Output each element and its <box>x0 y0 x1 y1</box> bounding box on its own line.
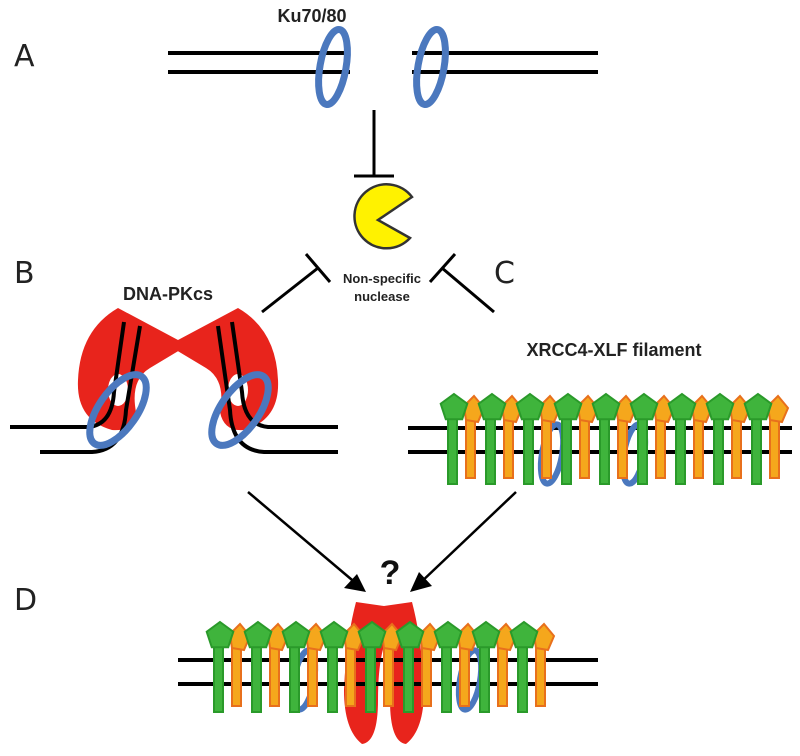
xlf-unit <box>418 622 442 707</box>
ku-ring-right <box>413 26 449 108</box>
xrcc4-unit <box>433 620 463 713</box>
xrcc4-unit <box>705 392 735 485</box>
inhibit-arrow-b <box>261 253 332 314</box>
panel-c-filament <box>408 392 792 487</box>
xrcc4-unit <box>553 392 583 485</box>
ku-ring-b-left <box>86 371 150 449</box>
nuclease-label-line1: Non-specific <box>343 271 421 286</box>
xrcc4-unit <box>629 392 659 485</box>
xrcc4-unit <box>281 620 311 713</box>
xlf-unit <box>532 622 556 707</box>
xlf-unit <box>766 394 790 479</box>
filament-label: XRCC4-XLF filament <box>526 340 701 360</box>
xrcc4-unit <box>515 392 545 485</box>
arrow-b-to-d <box>247 491 366 592</box>
xrcc4-unit <box>243 620 273 713</box>
xrcc4-unit <box>477 392 507 485</box>
panel-d-combined <box>178 602 598 744</box>
ku-ring-left <box>315 26 351 108</box>
xrcc4-unit <box>591 392 621 485</box>
ku-ring-b-right <box>208 371 272 449</box>
inhibit-arrow-a <box>354 110 394 178</box>
xrcc4-unit <box>743 392 773 485</box>
ku-label: Ku70/80 <box>277 6 346 26</box>
xrcc4-unit <box>509 620 539 713</box>
xrcc4-unit <box>357 620 387 713</box>
xrcc4-unit <box>471 620 501 713</box>
dnapkcs-label: DNA-PKcs <box>123 284 213 304</box>
arrow-c-to-d <box>410 491 517 592</box>
panel-letter-d: D <box>14 583 37 618</box>
dna-strand <box>230 321 338 429</box>
xrcc4-unit <box>667 392 697 485</box>
panel-a-dna-ends <box>168 26 598 108</box>
xlf-unit <box>462 394 486 479</box>
nuclease-icon <box>353 183 414 250</box>
xrcc4-unit <box>439 392 469 485</box>
xrcc4-unit <box>395 620 425 713</box>
xrcc4-unit <box>319 620 349 713</box>
panel-b-dnapkcs-complex <box>10 308 338 454</box>
panel-letter-b: B <box>14 256 35 291</box>
dnapkcs-right <box>176 308 279 431</box>
question-mark: ? <box>380 554 401 592</box>
panel-letter-c: C <box>494 256 515 291</box>
xrcc4-unit <box>205 620 235 713</box>
inhibit-arrow-c <box>428 253 495 314</box>
panel-letter-a: A <box>14 39 35 74</box>
nuclease-label-line2: nuclease <box>354 289 410 304</box>
